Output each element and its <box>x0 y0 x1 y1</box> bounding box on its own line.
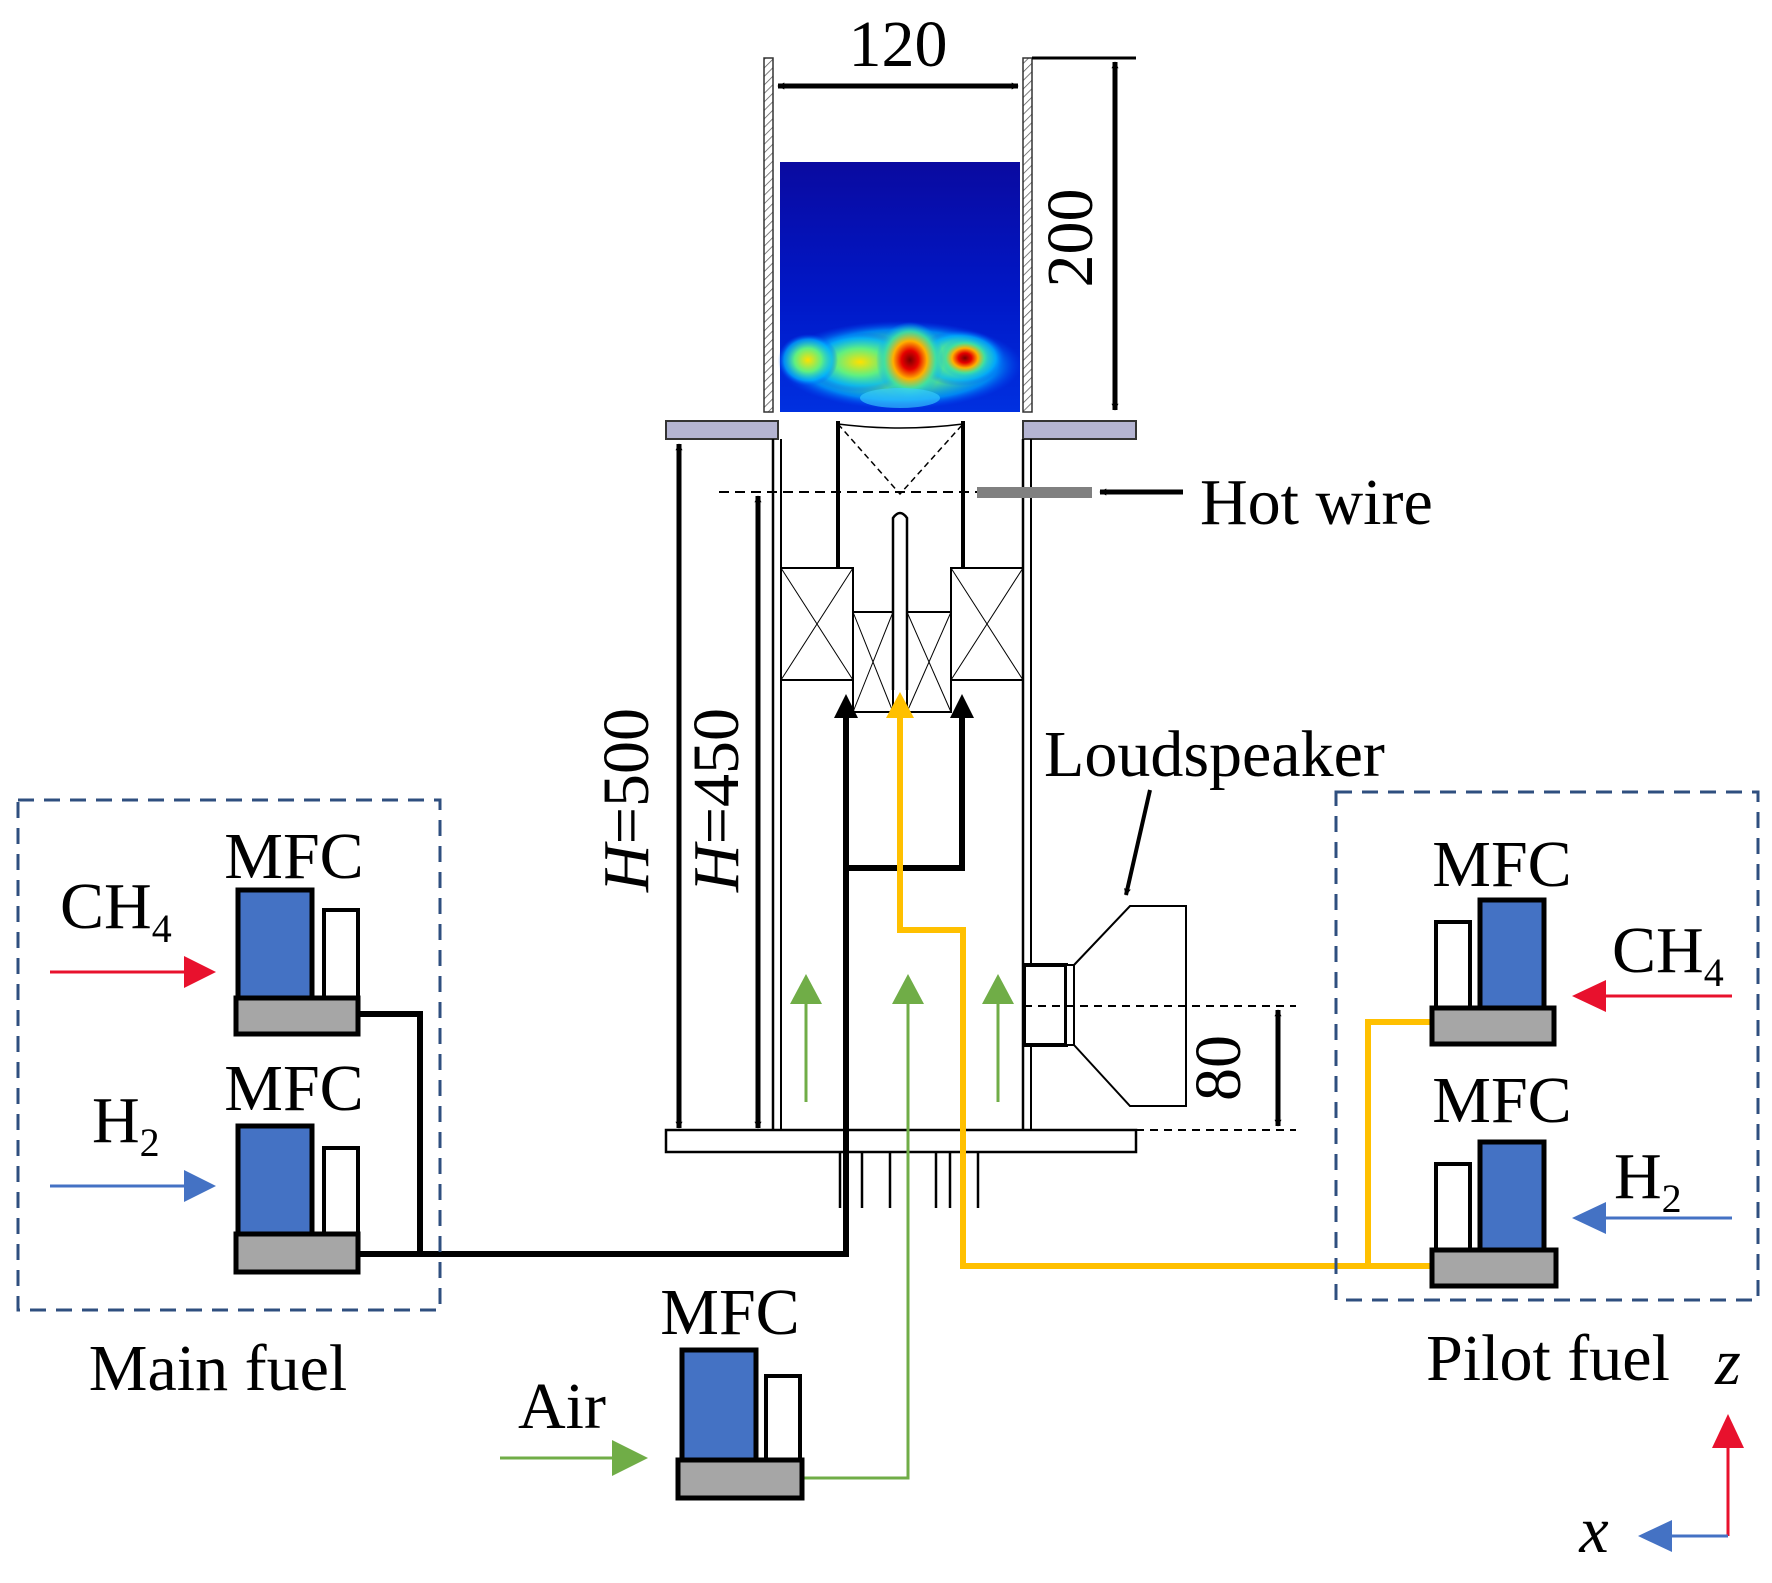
loudspeaker-label: Loudspeaker <box>1044 718 1385 791</box>
mfc-label-pilot-h2: MFC <box>1432 1064 1571 1137</box>
ch4-arrow-main <box>184 956 216 988</box>
axis-x-label: x <box>1578 1494 1608 1567</box>
height-200-label: 200 <box>1034 189 1107 288</box>
axis-z-label: z <box>1714 1326 1741 1399</box>
hot-wire-label: Hot wire <box>1200 466 1433 539</box>
main-fuel-line <box>355 694 974 1257</box>
pilot-fuel-group: MFC CH4 MFC H2 <box>1334 790 1760 1302</box>
top-flange-left <box>665 420 779 440</box>
mfc-icon <box>675 1347 805 1501</box>
pilot-fuel-label: Pilot fuel <box>1426 1322 1670 1395</box>
main-fuel-label: Main fuel <box>89 1332 347 1405</box>
mfc-label-air: MFC <box>660 1276 799 1349</box>
mfc-label-main-h2: MFC <box>224 1052 363 1125</box>
z-axis-arrow <box>1712 1414 1744 1448</box>
mfc-icon <box>233 1123 361 1275</box>
ch4-label-main: CH4 <box>60 870 172 951</box>
mfc-icon <box>1429 1139 1559 1289</box>
dimension-h500: H=500 <box>590 443 683 1129</box>
air-line <box>790 974 1014 1480</box>
chamber-wall-left <box>763 57 774 413</box>
dimension-80: 80 <box>1024 1005 1296 1131</box>
x-axis-arrow <box>1638 1520 1672 1552</box>
width-label: 120 <box>849 8 948 81</box>
mfc-icon <box>233 887 361 1037</box>
swirler-icon <box>780 421 1024 713</box>
flame-image <box>778 162 1022 412</box>
dimension-chamber-height: 200 <box>1032 56 1136 411</box>
dimension-h450: H=450 <box>680 495 762 1129</box>
air-arrow <box>612 1440 648 1476</box>
hot-wire: Hot wire <box>719 466 1433 539</box>
h2-arrow-main <box>184 1170 216 1202</box>
loudspeaker-icon <box>1022 789 1187 1107</box>
h450-label: H=450 <box>680 708 753 893</box>
h500-label: H=500 <box>590 708 663 893</box>
dimension-width: 120 <box>777 8 1019 90</box>
pilot-fuel-box <box>1334 790 1760 1302</box>
top-flange-right <box>1022 420 1137 440</box>
ch4-label-pilot: CH4 <box>1612 914 1724 995</box>
chamber-wall-right <box>1022 57 1033 413</box>
axes-indicator: z x <box>1578 1326 1744 1567</box>
h2-label-pilot: H2 <box>1614 1140 1682 1221</box>
h2-label-main: H2 <box>92 1084 160 1165</box>
air-group: MFC Air <box>500 1276 805 1501</box>
mfc-label-main-ch4: MFC <box>224 820 363 893</box>
h2-arrow-pilot <box>1572 1202 1606 1234</box>
ch4-arrow-pilot <box>1572 980 1606 1012</box>
dim-80-label: 80 <box>1182 1035 1255 1101</box>
hot-wire-probe <box>977 487 1092 498</box>
combustion-chamber <box>763 57 1033 413</box>
mfc-label-pilot-ch4: MFC <box>1432 828 1571 901</box>
main-fuel-group: MFC CH4 MFC H2 <box>16 798 442 1312</box>
air-label: Air <box>518 1370 606 1443</box>
pilot-fuel-line <box>886 692 1432 1269</box>
mfc-icon <box>1429 897 1557 1047</box>
main-fuel-box <box>16 798 442 1312</box>
